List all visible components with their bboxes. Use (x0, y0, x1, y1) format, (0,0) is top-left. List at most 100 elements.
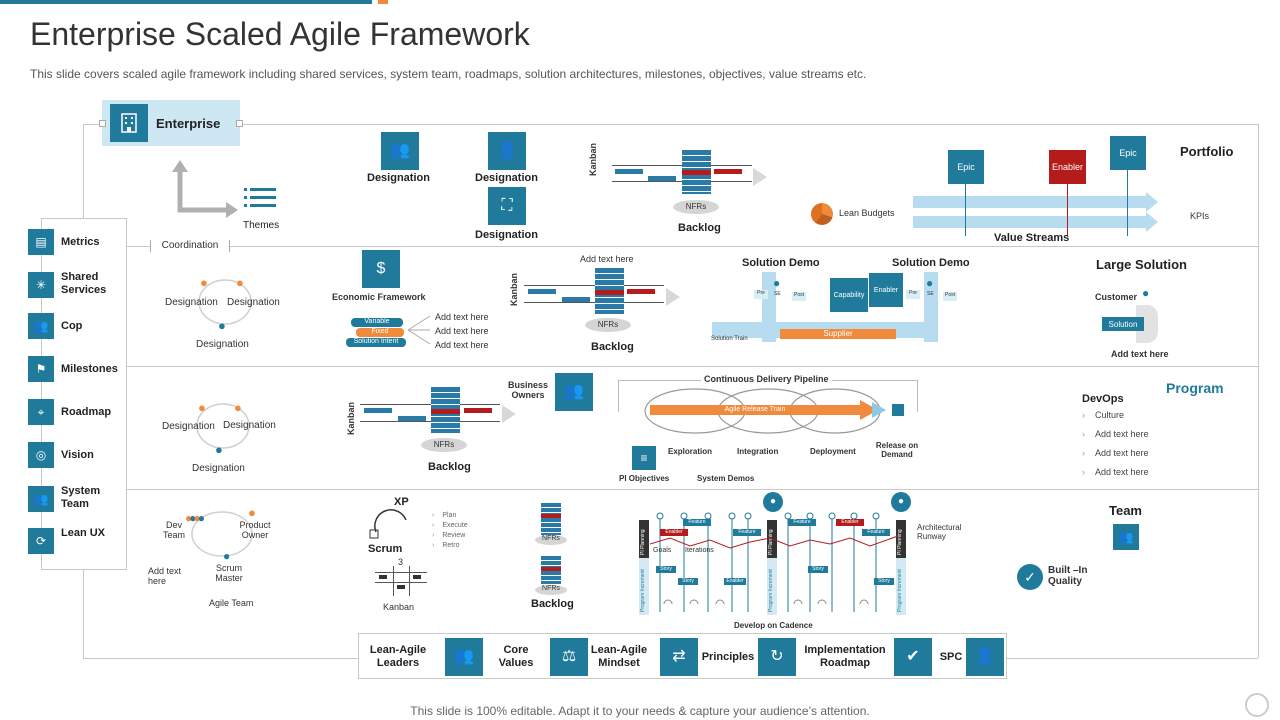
pie-icon (811, 203, 833, 225)
scrum-master-label: Scrum Master (215, 563, 243, 583)
sidebar-item-label: Lean UX (61, 527, 106, 539)
portfolio-designation-2: Designation (475, 172, 538, 184)
network-icon: ✳ (28, 272, 54, 298)
team-backlog: Backlog (531, 598, 574, 610)
foundation-item-label: Core Values (498, 644, 534, 669)
deployment-label: Deployment (810, 447, 856, 456)
business-owners-icon: 👥 (555, 373, 593, 411)
cadence-person-icon: ● (763, 492, 783, 512)
designation-icon: 👥 (381, 132, 419, 170)
scrum-step-label: Plan (442, 512, 457, 519)
foundation-item-label: Lean-Agile Leaders (369, 644, 427, 669)
kanban-number: 3 (398, 557, 404, 567)
check-icon: ✓ (1017, 564, 1043, 590)
team-nfrs-2: NFRs (542, 585, 560, 592)
axis-arrow-icon (172, 160, 238, 218)
devops-item-label: Add text here (1095, 467, 1149, 477)
coordination-label: Coordination (161, 240, 219, 251)
person-blue-icon: ● (215, 442, 223, 457)
customer-icon: ● (1142, 286, 1150, 300)
foundation-item-label: SPC (939, 650, 963, 663)
divider-large-solution (125, 366, 1258, 367)
system-demos: System Demos (697, 474, 755, 483)
cadence-person-icon: ● (891, 492, 911, 512)
team-nfrs-1: NFRs (542, 535, 560, 542)
value-stream-arrow (1146, 192, 1158, 212)
themes-label: Themes (243, 220, 280, 231)
ls-designation-1: Designation (165, 297, 218, 308)
foundation-item-label: Principles (701, 650, 755, 663)
mindset-icon: ⇄ (660, 638, 698, 676)
person-orange-icon: ● (234, 400, 242, 415)
epic-box-2: Epic (1110, 136, 1146, 170)
nfrs-pill (673, 200, 719, 214)
demo-pillar (924, 272, 938, 342)
kanban-bar (562, 297, 590, 302)
sidebar (41, 218, 127, 570)
pipeline-label: Continuous Delivery Pipeline (701, 374, 832, 384)
sidebar-item-label: System Team (61, 485, 101, 510)
solution-demo-1: Solution Demo (742, 257, 820, 269)
kanban-bar (714, 169, 742, 174)
principles-icon: ↻ (758, 638, 796, 676)
scrum-step-label: Execute (442, 522, 468, 529)
flag-icon: ⚑ (28, 356, 54, 382)
handle-right (236, 120, 243, 127)
person-orange-icon: ● (198, 400, 206, 415)
portfolio-nfrs: NFRs (685, 202, 707, 211)
pipeline-loops (644, 388, 886, 434)
team-kanban-label: Kanban (383, 602, 415, 612)
ls-add-text-2: Add text here (435, 326, 489, 336)
prog-kanban-label: Kanban (346, 401, 356, 435)
demo-pillar (762, 272, 776, 342)
pi-column (767, 520, 777, 615)
large-solution-label: Large Solution (1096, 257, 1187, 272)
footer-note: This slide is 100% editable. Adapt it to… (410, 704, 870, 718)
divider-program (125, 489, 1258, 490)
kanban-arrow (666, 288, 680, 306)
devops-item-label: Add text here (1095, 429, 1149, 439)
sidebar-item-label: Shared Services (61, 271, 107, 296)
sidebar-item-label: Metrics (61, 236, 100, 248)
fixed-bar: Fixed (356, 328, 404, 337)
portfolio-label: Portfolio (1180, 144, 1234, 159)
orbit-ring (196, 403, 250, 449)
team-label: Team (1109, 503, 1142, 518)
ls-enabler-box: Enabler (869, 273, 903, 307)
devops-item: ›Add text here (1082, 448, 1149, 458)
kanban-bar (398, 416, 426, 421)
scrum-step-label: Retro (442, 542, 460, 549)
cadence-grid (650, 512, 899, 612)
hierarchy-icon: ⛶ (488, 187, 526, 225)
kanban-stack-red (595, 290, 624, 295)
solution-shape (1136, 305, 1158, 343)
enabler-line (1067, 180, 1068, 236)
integration-label: Integration (737, 447, 779, 456)
scrum-step: ›Plan (432, 512, 457, 519)
release-train-label: Agile Release Train (724, 406, 786, 413)
feature-tag: Feature (733, 529, 761, 536)
prog-designation-1: Designation (162, 421, 215, 432)
variable-bar: Variable (351, 318, 403, 327)
epic-line (1127, 166, 1128, 236)
scrum-cycle-icon (369, 509, 407, 539)
nfrs-pill (535, 535, 567, 545)
devops-item: ›Add text here (1082, 467, 1149, 477)
nfrs-pill (421, 438, 467, 452)
kanban-bar (528, 289, 556, 294)
iterations-label: Iterations (685, 547, 714, 554)
kanban-line (524, 302, 664, 303)
sidebar-item-label: Cop (61, 320, 83, 332)
sidebar-item-label: Vision (61, 449, 94, 461)
money-cycle-icon: $ (362, 250, 400, 288)
map-icon: ⌖ (28, 399, 54, 425)
solution-intent-bar: Solution Intent (346, 338, 406, 347)
foundation-item-label: Implementation Roadmap (804, 644, 886, 669)
nfrs-stack-red (541, 567, 561, 571)
foundation-item-label: Lean-Agile Mindset (590, 644, 648, 669)
team-icon: 👥 (1113, 524, 1139, 550)
scrum-step: ›Review (432, 532, 466, 539)
enabler-tag: Enabler (660, 529, 688, 536)
feature-tag: Feature (788, 519, 816, 526)
ls-add-text-customer: Add text here (1111, 349, 1169, 359)
